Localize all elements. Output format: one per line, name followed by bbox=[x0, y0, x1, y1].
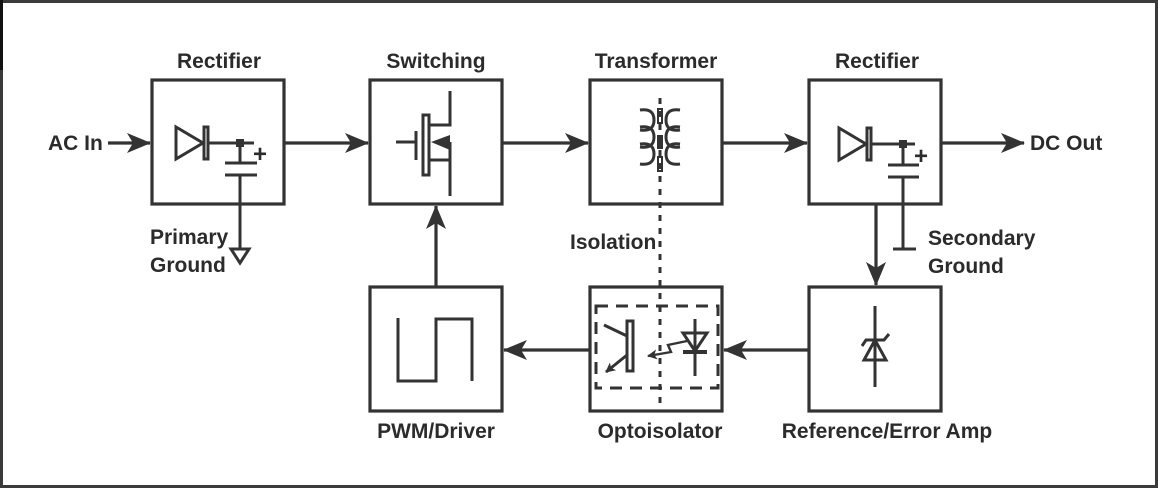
primary-rectifier-symbol: + bbox=[174, 124, 267, 266]
block-transformer bbox=[588, 78, 724, 206]
block-label-transformer: Transformer bbox=[595, 50, 718, 73]
block-label-optoisolator: Optoisolator bbox=[598, 420, 723, 443]
diode-icon bbox=[174, 124, 206, 162]
mosfet-icon bbox=[396, 91, 452, 196]
ac-in-label: AC In bbox=[48, 132, 103, 155]
square-wave-icon bbox=[396, 317, 474, 383]
block-label-pwm-driver: PWM/Driver bbox=[377, 420, 495, 443]
diode-icon bbox=[837, 125, 869, 163]
block-label-rectifier-secondary: Rectifier bbox=[835, 50, 919, 73]
capacitor-plus-sign: + bbox=[253, 141, 267, 168]
optoisolator-icon bbox=[594, 304, 720, 390]
block-optoisolator bbox=[588, 285, 724, 413]
primary-ground-icon bbox=[228, 247, 252, 266]
primary-ground-label-line2: Ground bbox=[150, 254, 226, 277]
primary-ground-label-line1: Primary bbox=[150, 226, 229, 249]
capacitor-plus-sign: + bbox=[914, 143, 928, 170]
secondary-rectifier-symbol: + bbox=[837, 125, 928, 251]
block-label-rectifier-primary: Rectifier bbox=[177, 50, 261, 73]
block-rectifier-secondary bbox=[807, 78, 943, 206]
secondary-ground-label-line1: Secondary bbox=[928, 227, 1036, 250]
secondary-ground-label-line2: Ground bbox=[928, 255, 1004, 278]
block-label-reference-error-amp: Reference/Error Amp bbox=[782, 420, 992, 443]
block-label-switching: Switching bbox=[386, 50, 485, 73]
isolation-label: Isolation bbox=[570, 231, 656, 254]
zener-diode-icon bbox=[860, 306, 891, 387]
dc-out-label: DC Out bbox=[1030, 132, 1102, 155]
